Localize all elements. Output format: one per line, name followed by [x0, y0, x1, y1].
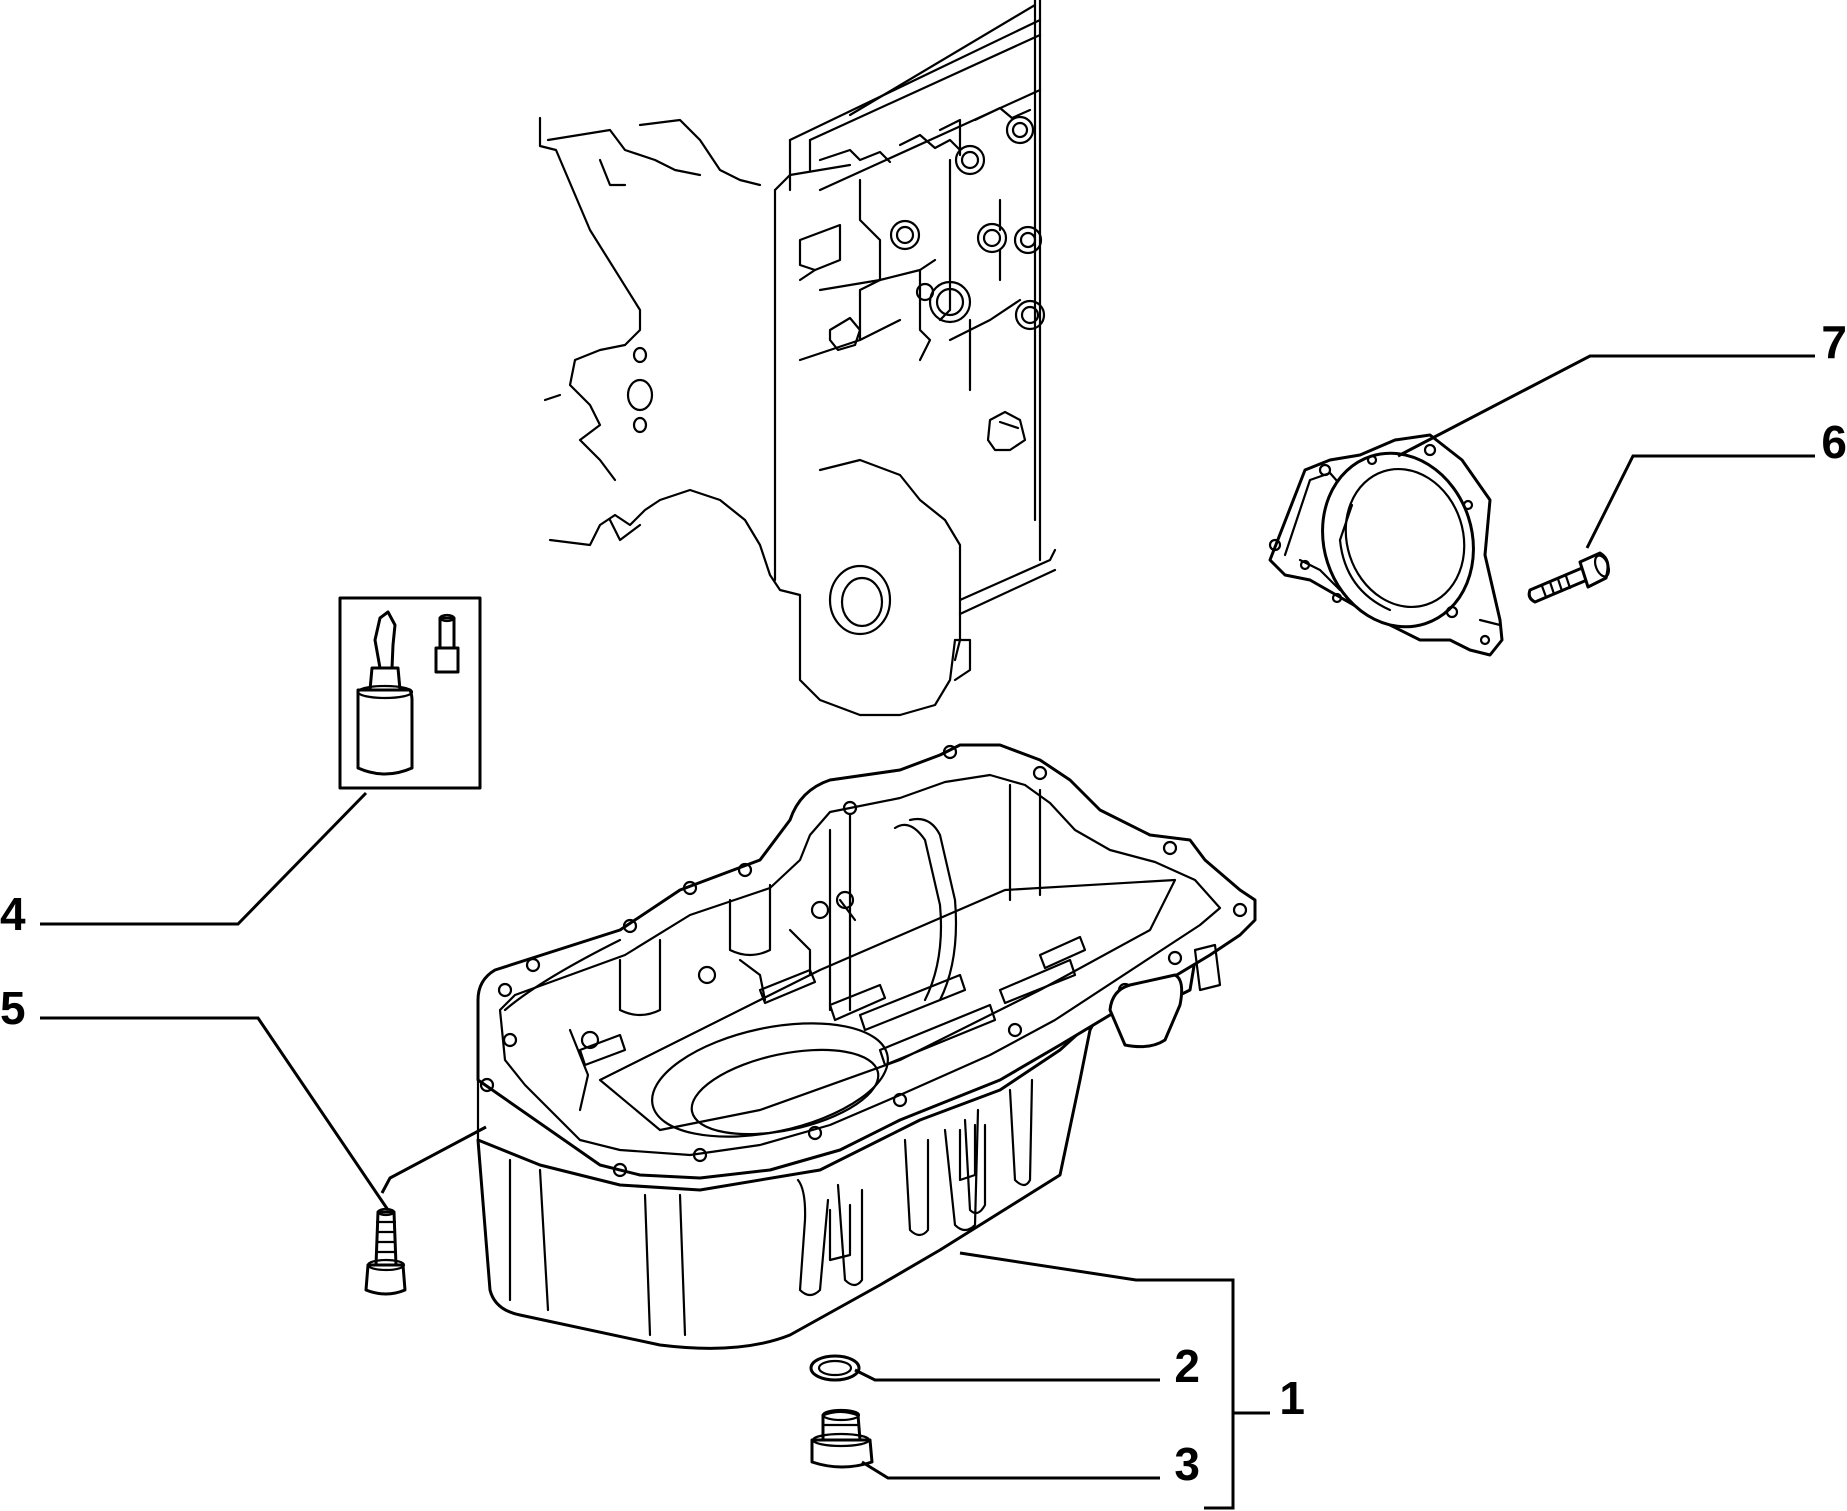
item-2-washer: [809, 1354, 861, 1382]
callout-2: 2: [1174, 1340, 1200, 1392]
callout-3: 3: [1174, 1438, 1200, 1490]
item-4-sealant-kit: [338, 596, 482, 790]
item-1-oil-pan: [476, 743, 1257, 1350]
callout-1: 1: [1279, 1372, 1305, 1424]
item-5-bolt: [364, 1207, 407, 1296]
block-port-rings: [889, 115, 1046, 452]
item-6-screw: [1527, 551, 1611, 604]
callout-4: 4: [0, 888, 26, 940]
callout-7: 7: [1821, 316, 1847, 368]
callout-5: 5: [0, 982, 26, 1034]
item-7-rear-oil-seal-cover: [1268, 433, 1504, 657]
item-3-drain-plug: [810, 1408, 874, 1469]
engine-block: [538, 0, 1057, 717]
callout-6: 6: [1821, 416, 1847, 468]
leader-lines: [40, 354, 1815, 1510]
